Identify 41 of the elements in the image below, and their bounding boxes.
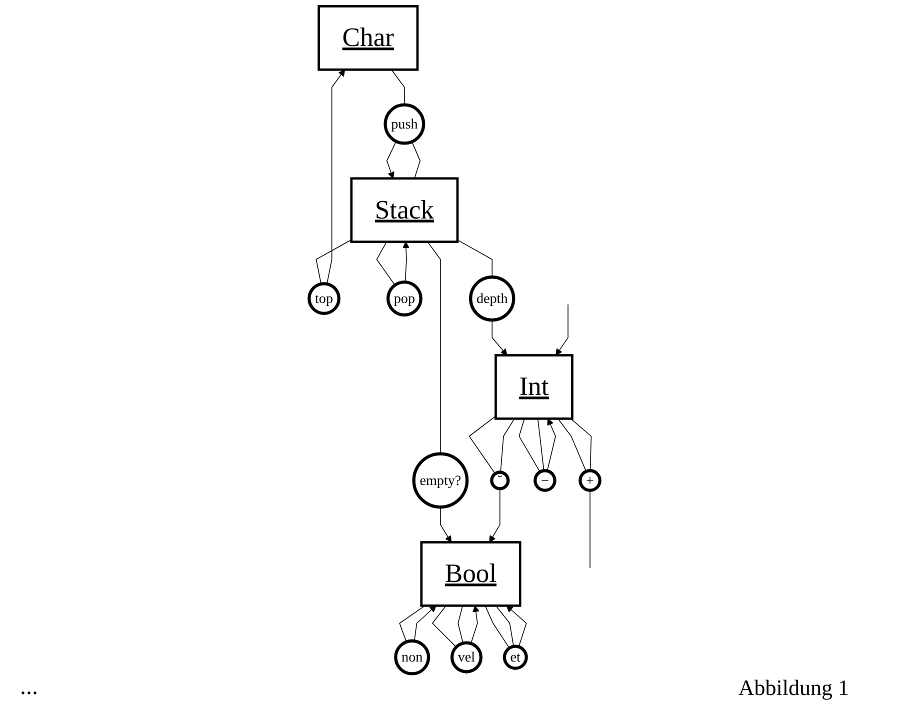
connector — [558, 418, 587, 472]
arrow — [506, 605, 527, 648]
node-circle: ˘ — [490, 470, 510, 490]
node-box: Int — [494, 354, 574, 420]
node-circle: push — [384, 103, 426, 145]
connector — [518, 418, 540, 472]
connector — [457, 240, 492, 278]
arrow — [414, 605, 436, 642]
connector — [427, 241, 441, 454]
arrow — [489, 488, 500, 543]
connector — [391, 69, 405, 106]
arrow — [546, 418, 556, 472]
node-circle: vel — [450, 641, 483, 674]
connector — [570, 418, 592, 472]
arrow — [492, 320, 508, 356]
arrow — [556, 304, 568, 356]
connector — [495, 605, 514, 647]
arrow — [470, 605, 480, 644]
arrow — [326, 69, 346, 284]
ellipsis-note: ... — [20, 674, 38, 701]
connector — [458, 605, 464, 644]
node-circle: top — [308, 282, 340, 315]
node-circle: non — [394, 639, 430, 676]
connector — [484, 605, 510, 649]
node-circle: depth — [469, 275, 516, 322]
connector — [412, 141, 420, 179]
node-circle: + — [578, 469, 602, 492]
connector — [537, 418, 544, 472]
node-box: Stack — [350, 177, 459, 243]
arrow — [386, 140, 397, 179]
connector — [468, 416, 496, 474]
node-circle: pop — [386, 280, 422, 317]
node-circle: et — [502, 644, 528, 670]
arrow — [402, 242, 410, 283]
node-box: Char — [318, 5, 419, 71]
node-circle: empty? — [412, 452, 469, 509]
node-circle: − — [534, 469, 556, 492]
node-box: Bool — [420, 541, 522, 607]
connector — [500, 418, 515, 473]
figure-caption: Abbildung 1 — [738, 675, 849, 701]
arrow — [440, 506, 452, 543]
